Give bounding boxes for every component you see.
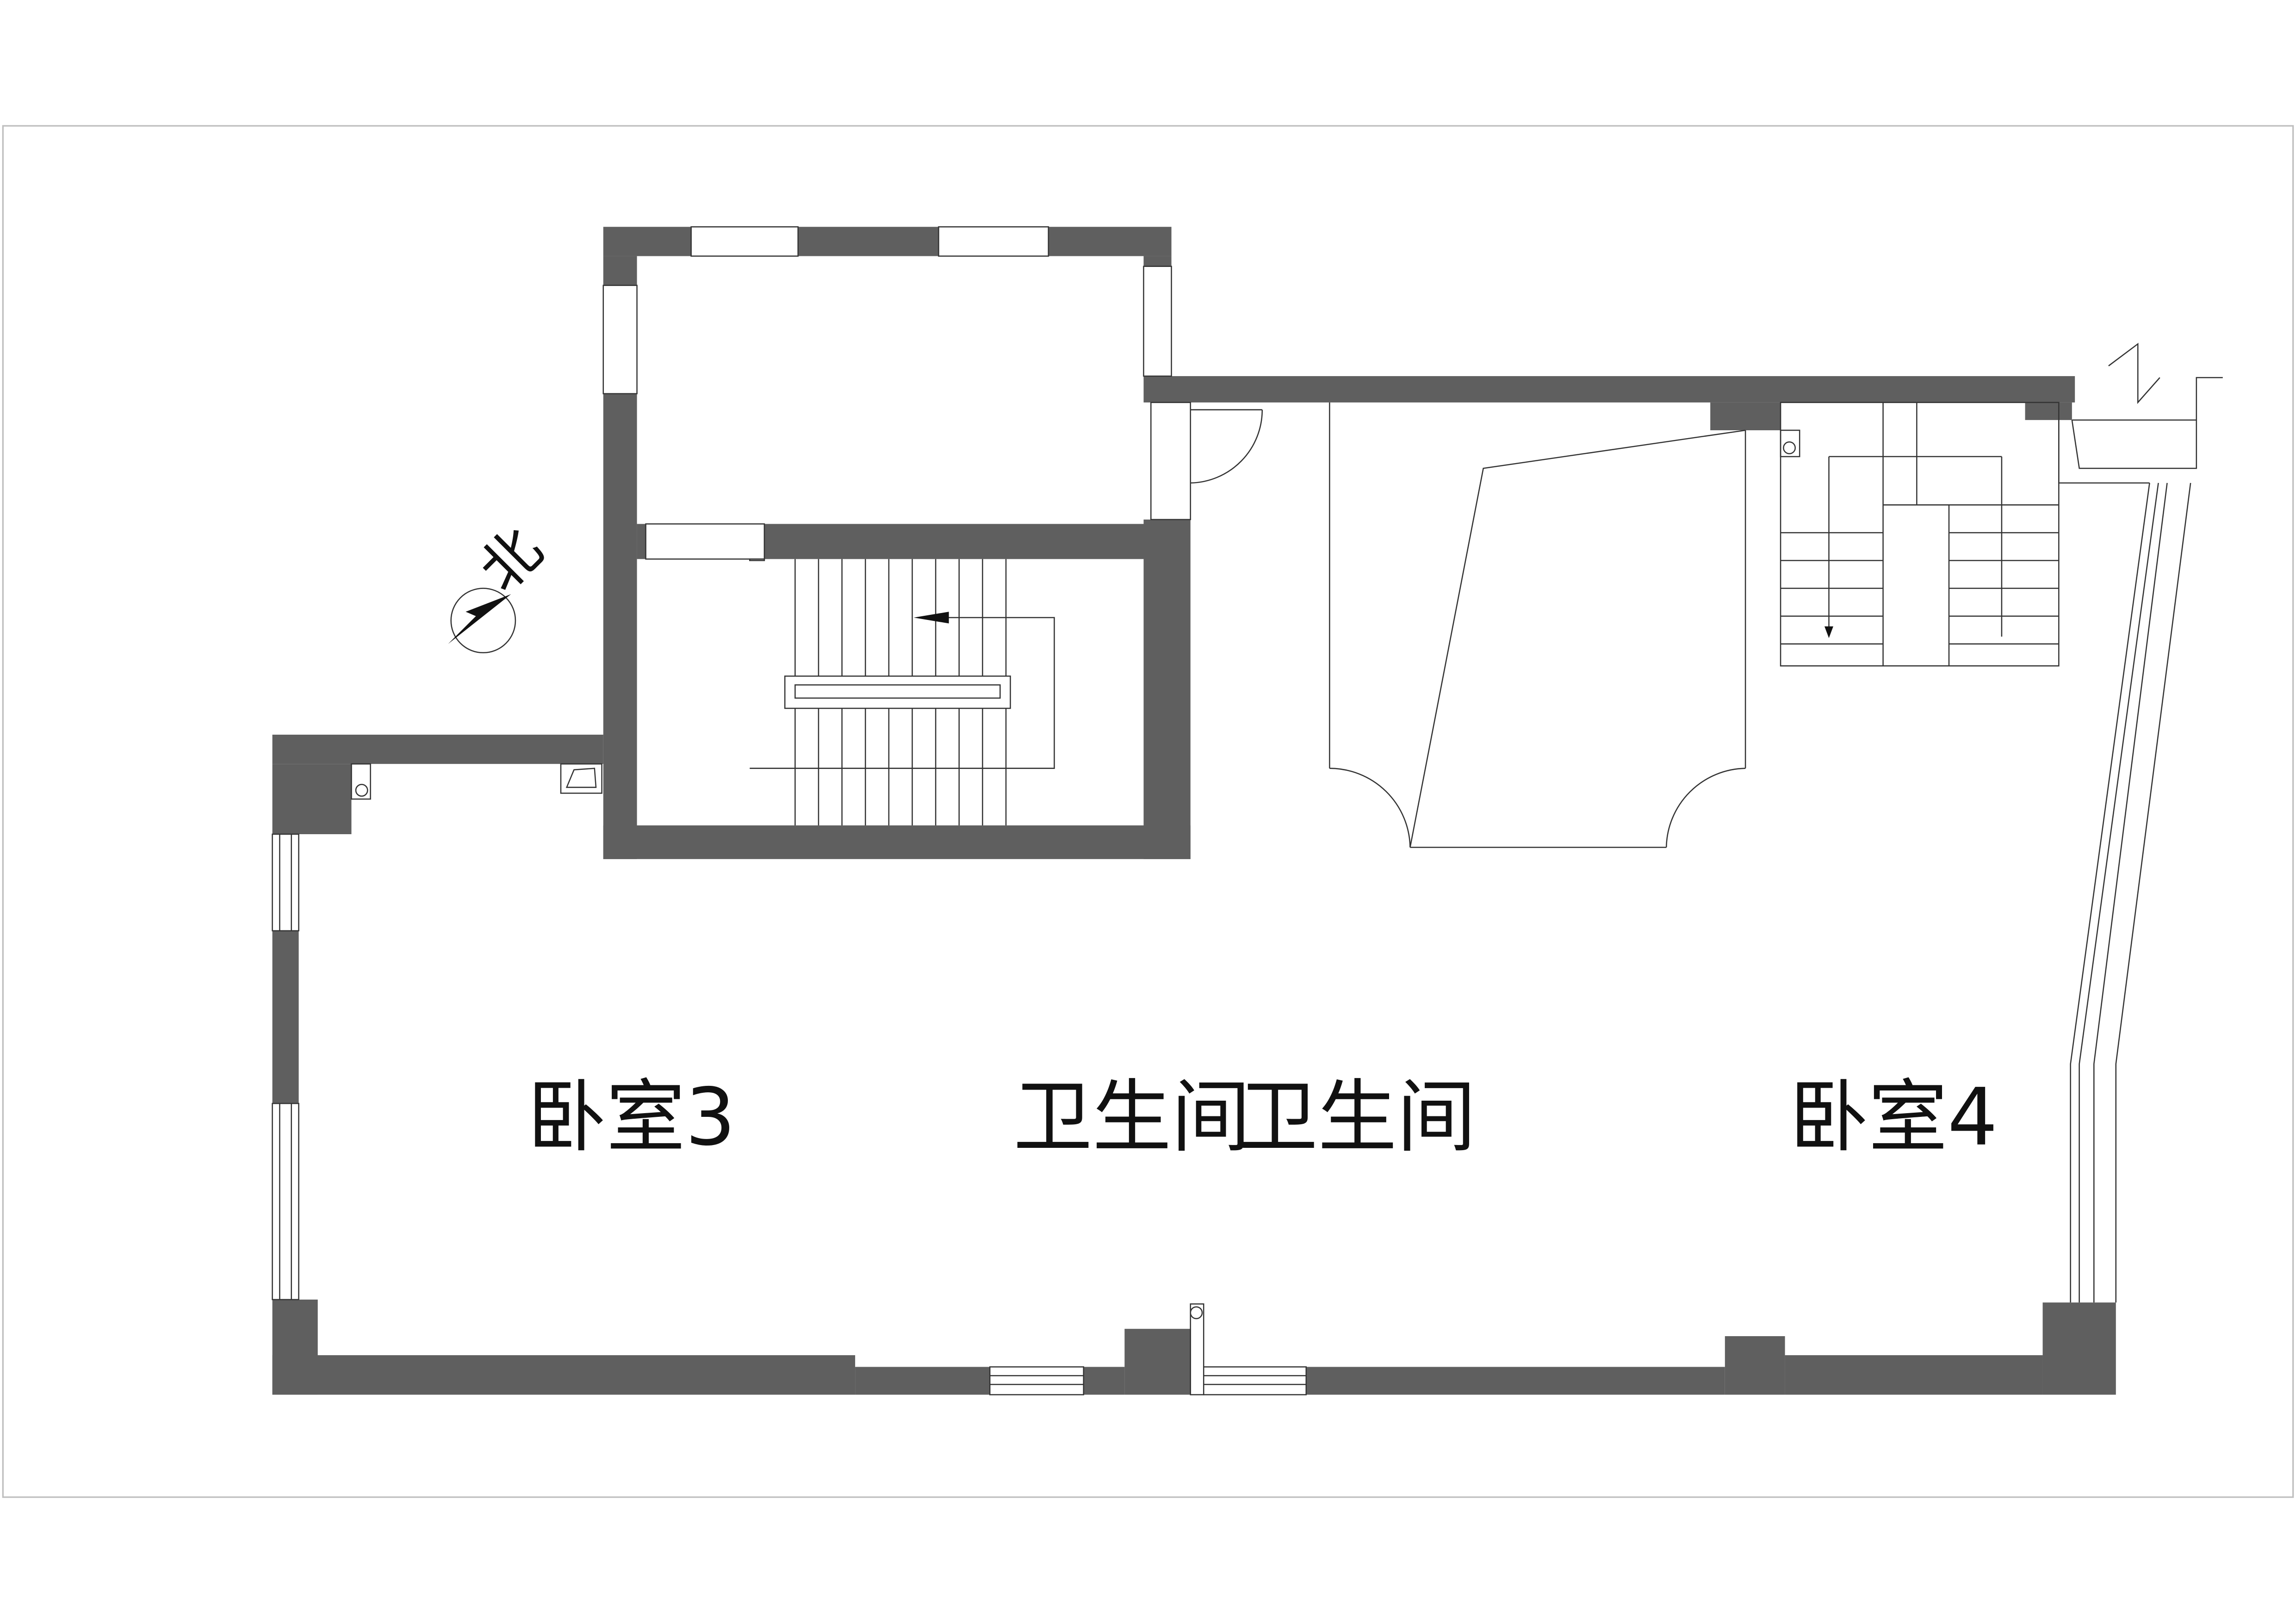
drawing-frame <box>2 125 2294 1498</box>
room-label-bedroom-3: 卧室3 <box>527 1072 735 1164</box>
toilet-icon <box>560 763 602 794</box>
door-swing-icon <box>1190 409 1263 484</box>
north-label: 北 <box>466 515 555 604</box>
room-label-bathroom-2: 卫生间 <box>1239 1072 1476 1164</box>
north-arrow-icon: 北 <box>448 515 556 654</box>
window-icon <box>690 226 799 257</box>
room-label-bathroom-1: 卫生间 <box>1013 1072 1251 1164</box>
room-label-bedroom-4: 卧室4 <box>1789 1072 1998 1164</box>
stair-arrow-icon <box>913 612 949 624</box>
walls <box>272 227 2116 1395</box>
linework <box>272 226 2223 1395</box>
